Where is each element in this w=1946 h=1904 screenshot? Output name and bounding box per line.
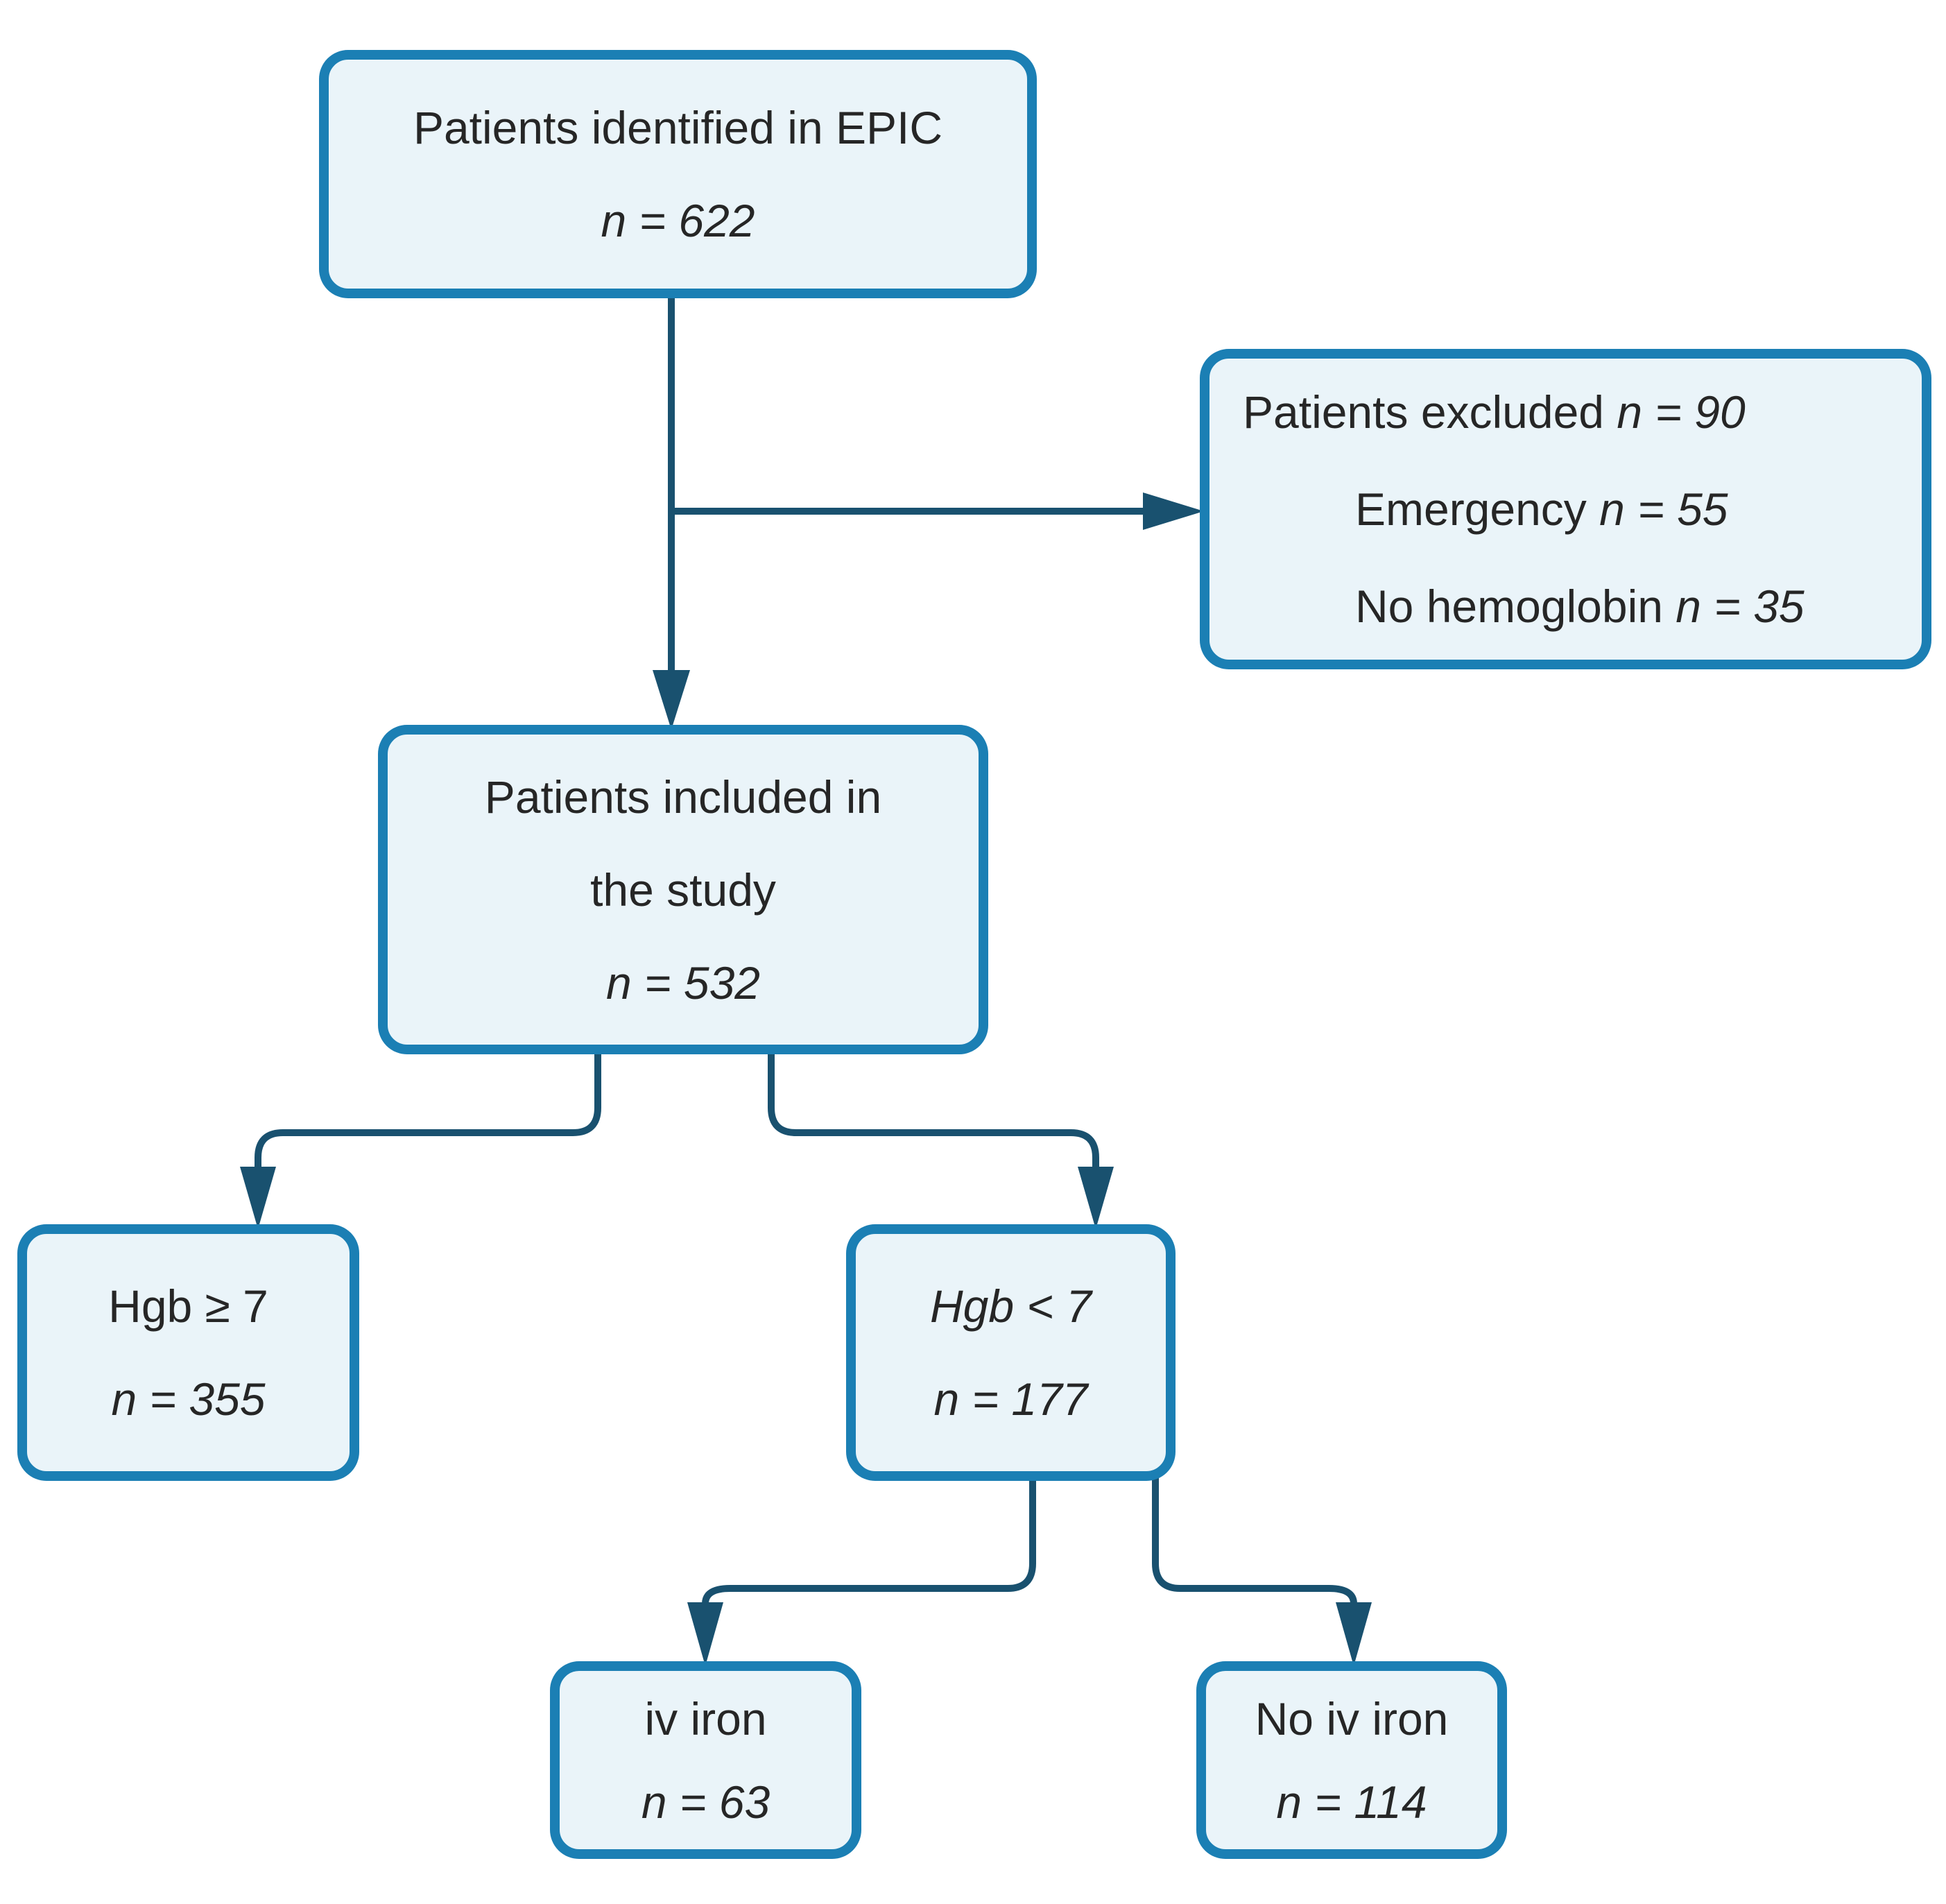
arrowhead-included xyxy=(653,670,690,730)
arrowhead-iv-iron xyxy=(687,1602,723,1666)
node-count: n = 114 xyxy=(1276,1776,1427,1828)
node-count: n = 55 xyxy=(1599,483,1728,535)
node-label: No iv iron xyxy=(1255,1692,1449,1744)
connector-included-hgb-ge7 xyxy=(255,1049,601,1168)
arrowhead-hgb-ge7 xyxy=(240,1167,276,1229)
connector-hgb-lt7-no-iv-iron xyxy=(1152,1476,1357,1604)
node-patients-excluded: Patients excluded n = 90 Emergency n = 5… xyxy=(1200,349,1931,669)
node-label: Hgb < 7 xyxy=(930,1280,1092,1332)
arrowhead-excluded xyxy=(1143,492,1204,530)
node-label: Patients identified in EPIC xyxy=(413,102,943,153)
node-patients-identified: Patients identified in EPIC n = 622 xyxy=(319,50,1037,298)
node-hgb-ge-7: Hgb ≥ 7 n = 355 xyxy=(17,1224,359,1481)
excluded-no-hemoglobin-line: No hemoglobin n = 35 xyxy=(1355,558,1805,655)
node-label: No hemoglobin xyxy=(1355,581,1663,632)
node-hgb-lt-7: Hgb < 7 n = 177 xyxy=(846,1224,1176,1481)
node-no-iv-iron: No iv iron n = 114 xyxy=(1196,1661,1507,1859)
node-count: n = 90 xyxy=(1617,386,1746,438)
node-iv-iron: iv iron n = 63 xyxy=(550,1661,861,1859)
node-patients-included: Patients included in the study n = 532 xyxy=(378,725,988,1054)
node-label: Hgb ≥ 7 xyxy=(108,1280,268,1332)
node-label: the study xyxy=(590,864,776,916)
excluded-total-line: Patients excluded n = 90 xyxy=(1243,363,1746,461)
arrowhead-no-iv-iron xyxy=(1336,1602,1372,1666)
node-count: n = 622 xyxy=(601,195,755,246)
node-label: Patients included in xyxy=(484,771,882,823)
node-count: n = 177 xyxy=(933,1373,1088,1425)
node-count: n = 35 xyxy=(1676,581,1805,632)
node-label: Patients excluded xyxy=(1243,386,1605,438)
node-label: Emergency xyxy=(1355,483,1587,535)
excluded-emergency-line: Emergency n = 55 xyxy=(1355,461,1728,558)
connector-included-hgb-lt7 xyxy=(768,1049,1099,1168)
node-count: n = 355 xyxy=(111,1373,266,1425)
arrowhead-hgb-lt7 xyxy=(1078,1167,1114,1229)
node-count: n = 63 xyxy=(641,1776,770,1828)
connector-hgb-lt7-iv-iron xyxy=(702,1476,1036,1604)
node-label: iv iron xyxy=(644,1692,767,1744)
node-count: n = 532 xyxy=(605,957,761,1009)
